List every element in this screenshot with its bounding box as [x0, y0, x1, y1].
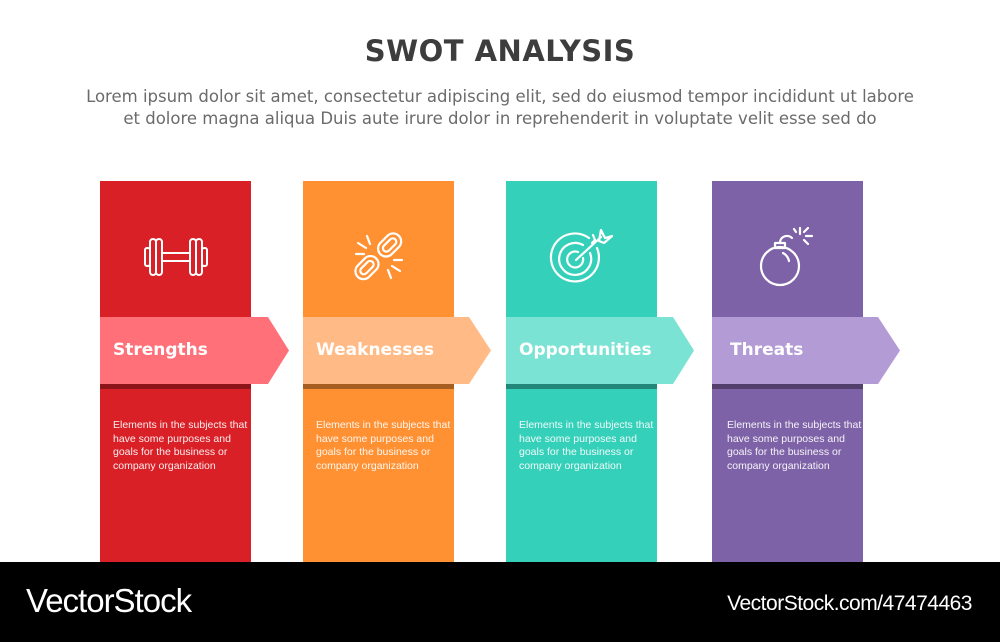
brand-logo: VectorStock [26, 582, 192, 619]
footer-bar: VectorStock VectorStock.com/47474463 [0, 562, 1000, 642]
swot-label: Strengths [113, 340, 208, 360]
band-shadow [100, 383, 251, 389]
label-arrow-strengths: Strengths [100, 317, 290, 384]
swot-column-threats: Threats Elements in the subjects that ha… [712, 181, 900, 562]
page-title: SWOT ANALYSIS [364, 34, 636, 68]
page-subtitle: Lorem ipsum dolor sit amet, consectetur … [0, 86, 1000, 130]
label-arrow-threats: Threats [712, 317, 902, 384]
swot-label: Opportunities [519, 340, 652, 360]
swot-description: Elements in the subjects that have some … [316, 419, 451, 472]
swot-description: Elements in the subjects that have some … [113, 419, 248, 472]
subtitle-line: et dolore magna aliqua Duis aute irure d… [123, 109, 877, 128]
swot-column-weaknesses: Weaknesses Elements in the subjects that… [303, 181, 491, 562]
subtitle-line: Lorem ipsum dolor sit amet, consectetur … [86, 87, 914, 106]
swot-label: Weaknesses [316, 340, 434, 360]
band-shadow [712, 383, 863, 389]
label-arrow-weaknesses: Weaknesses [303, 317, 493, 384]
swot-column-opportunities: Opportunities Elements in the subjects t… [506, 181, 694, 562]
dumbbell-icon [100, 226, 251, 288]
swot-description: Elements in the subjects that have some … [727, 419, 862, 472]
broken-chain-icon [303, 226, 454, 288]
label-arrow-opportunities: Opportunities [506, 317, 696, 384]
swot-description: Elements in the subjects that have some … [519, 419, 654, 472]
bomb-icon [712, 226, 863, 288]
target-arrow-icon [506, 226, 657, 288]
band-shadow [303, 383, 454, 389]
image-reference: VectorStock.com/47474463 [727, 592, 972, 615]
band-shadow [506, 383, 657, 389]
swot-column-strengths: Strengths Elements in the subjects that … [100, 181, 289, 562]
swot-label: Threats [730, 340, 804, 360]
